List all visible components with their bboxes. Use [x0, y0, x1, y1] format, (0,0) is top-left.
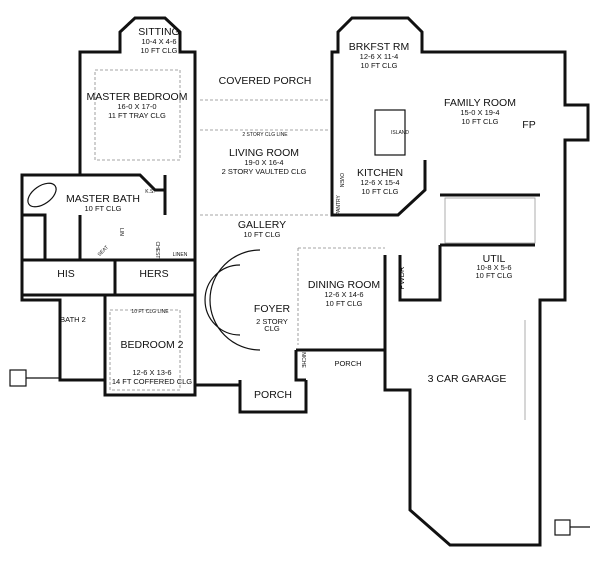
- room-ceiling: 2 STORY: [256, 317, 288, 326]
- room-ceiling: 2 STORY VAULTED CLG: [222, 167, 307, 176]
- room-size: 16-0 X 17-0: [117, 102, 156, 111]
- room-porch-front: PORCH: [254, 389, 292, 401]
- room-ceiling: 10 FT CLG: [462, 117, 499, 126]
- room-ceiling: 10 FT CLG: [476, 271, 513, 280]
- room-name: FAMILY ROOM: [444, 97, 516, 109]
- room-living: 2 STORY CLG LINE LIVING ROOM 19-0 X 16-4…: [222, 132, 307, 176]
- room-bedroom2: 10 FT CLG LINE BEDROOM 2 12-6 X 13-6 14 …: [112, 309, 192, 386]
- ks-label: K.S.: [145, 189, 154, 195]
- room-sitting: SITTING 10-4 X 4-6 10 FT CLG: [138, 26, 179, 55]
- room-name: UTIL: [483, 253, 506, 265]
- niche-label: NICHE: [300, 352, 306, 368]
- seat-label: SEAT: [97, 245, 110, 258]
- room-hers: HERS: [139, 268, 168, 280]
- room-name: BEDROOM 2: [120, 339, 183, 351]
- room-name: FOYER: [254, 303, 291, 315]
- chest-label: CHEST: [154, 242, 160, 259]
- room-dining: DINING ROOM 12-6 X 14-6 10 FT CLG: [308, 279, 380, 308]
- room-ceiling: 10 FT CLG: [362, 187, 399, 196]
- room-name: GALLERY: [238, 219, 286, 231]
- island-label: ISLAND: [391, 130, 409, 136]
- room-size: 10-8 X 5-6: [476, 263, 511, 272]
- room-foyer: FOYER 2 STORY CLG: [254, 303, 291, 333]
- room-family: FAMILY ROOM 15-0 X 19-4 10 FT CLG FP: [444, 97, 536, 131]
- room-size: 12-6 X 11-4: [360, 52, 399, 61]
- room-porch-side: PORCH: [334, 359, 361, 368]
- room-name: DINING ROOM: [308, 279, 380, 291]
- room-name: MASTER BEDROOM: [87, 91, 188, 103]
- room-name: BRKFST RM: [349, 41, 409, 53]
- fireplace-label: FP: [522, 119, 535, 131]
- room-name: SITTING: [138, 26, 179, 38]
- room-util: UTIL 10-8 X 5-6 10 FT CLG: [476, 253, 513, 280]
- room-ceiling: CLG: [264, 324, 280, 333]
- pantry-label: PANTRY: [336, 194, 342, 214]
- room-ceiling: 10 FT CLG: [85, 204, 122, 213]
- oven-label: OVEN: [338, 173, 344, 188]
- room-bath2: BATH 2: [60, 315, 86, 324]
- room-garage: 3 CAR GARAGE: [428, 373, 507, 385]
- room-covered-porch: COVERED PORCH: [219, 75, 312, 87]
- room-size: 12-6 X 14-6: [324, 290, 363, 299]
- room-ceiling: 10 FT CLG: [244, 230, 281, 239]
- details: [9, 69, 590, 536]
- room-pwdr: PWDR: [397, 266, 406, 289]
- room-size: 15-0 X 19-4: [460, 108, 499, 117]
- room-his: HIS: [57, 268, 75, 280]
- lin-label: LIN: [118, 228, 124, 236]
- room-size: 12-6 X 13-6: [132, 368, 171, 377]
- room-size: 10-4 X 4-6: [141, 37, 176, 46]
- room-ceiling: 10 FT CLG: [141, 46, 178, 55]
- room-name: KITCHEN: [357, 167, 403, 179]
- room-name: MASTER BATH: [66, 193, 140, 205]
- room-size: 19-0 X 16-4: [244, 158, 283, 167]
- room-brkfst: BRKFST RM 12-6 X 11-4 10 FT CLG: [349, 41, 409, 70]
- room-ceiling: 14 FT COFFERED CLG: [112, 377, 192, 386]
- ceiling-line-label: 2 STORY CLG LINE: [242, 132, 288, 138]
- room-kitchen: ISLAND KITCHEN 12-6 X 15-4 10 FT CLG PAN…: [336, 130, 409, 215]
- room-ceiling: 10 FT CLG: [326, 299, 363, 308]
- ceiling-line-label: 10 FT CLG LINE: [131, 309, 169, 315]
- room-gallery: GALLERY 10 FT CLG: [238, 219, 286, 239]
- room-name: LIVING ROOM: [229, 147, 299, 159]
- room-linen: LINEN: [173, 252, 188, 258]
- room-ceiling: 10 FT CLG: [361, 61, 398, 70]
- room-size: 12-6 X 15-4: [360, 178, 399, 187]
- room-master-bedroom: MASTER BEDROOM 16-0 X 17-0 11 FT TRAY CL…: [87, 91, 188, 120]
- walls: [20, 16, 590, 547]
- room-ceiling: 11 FT TRAY CLG: [108, 111, 166, 120]
